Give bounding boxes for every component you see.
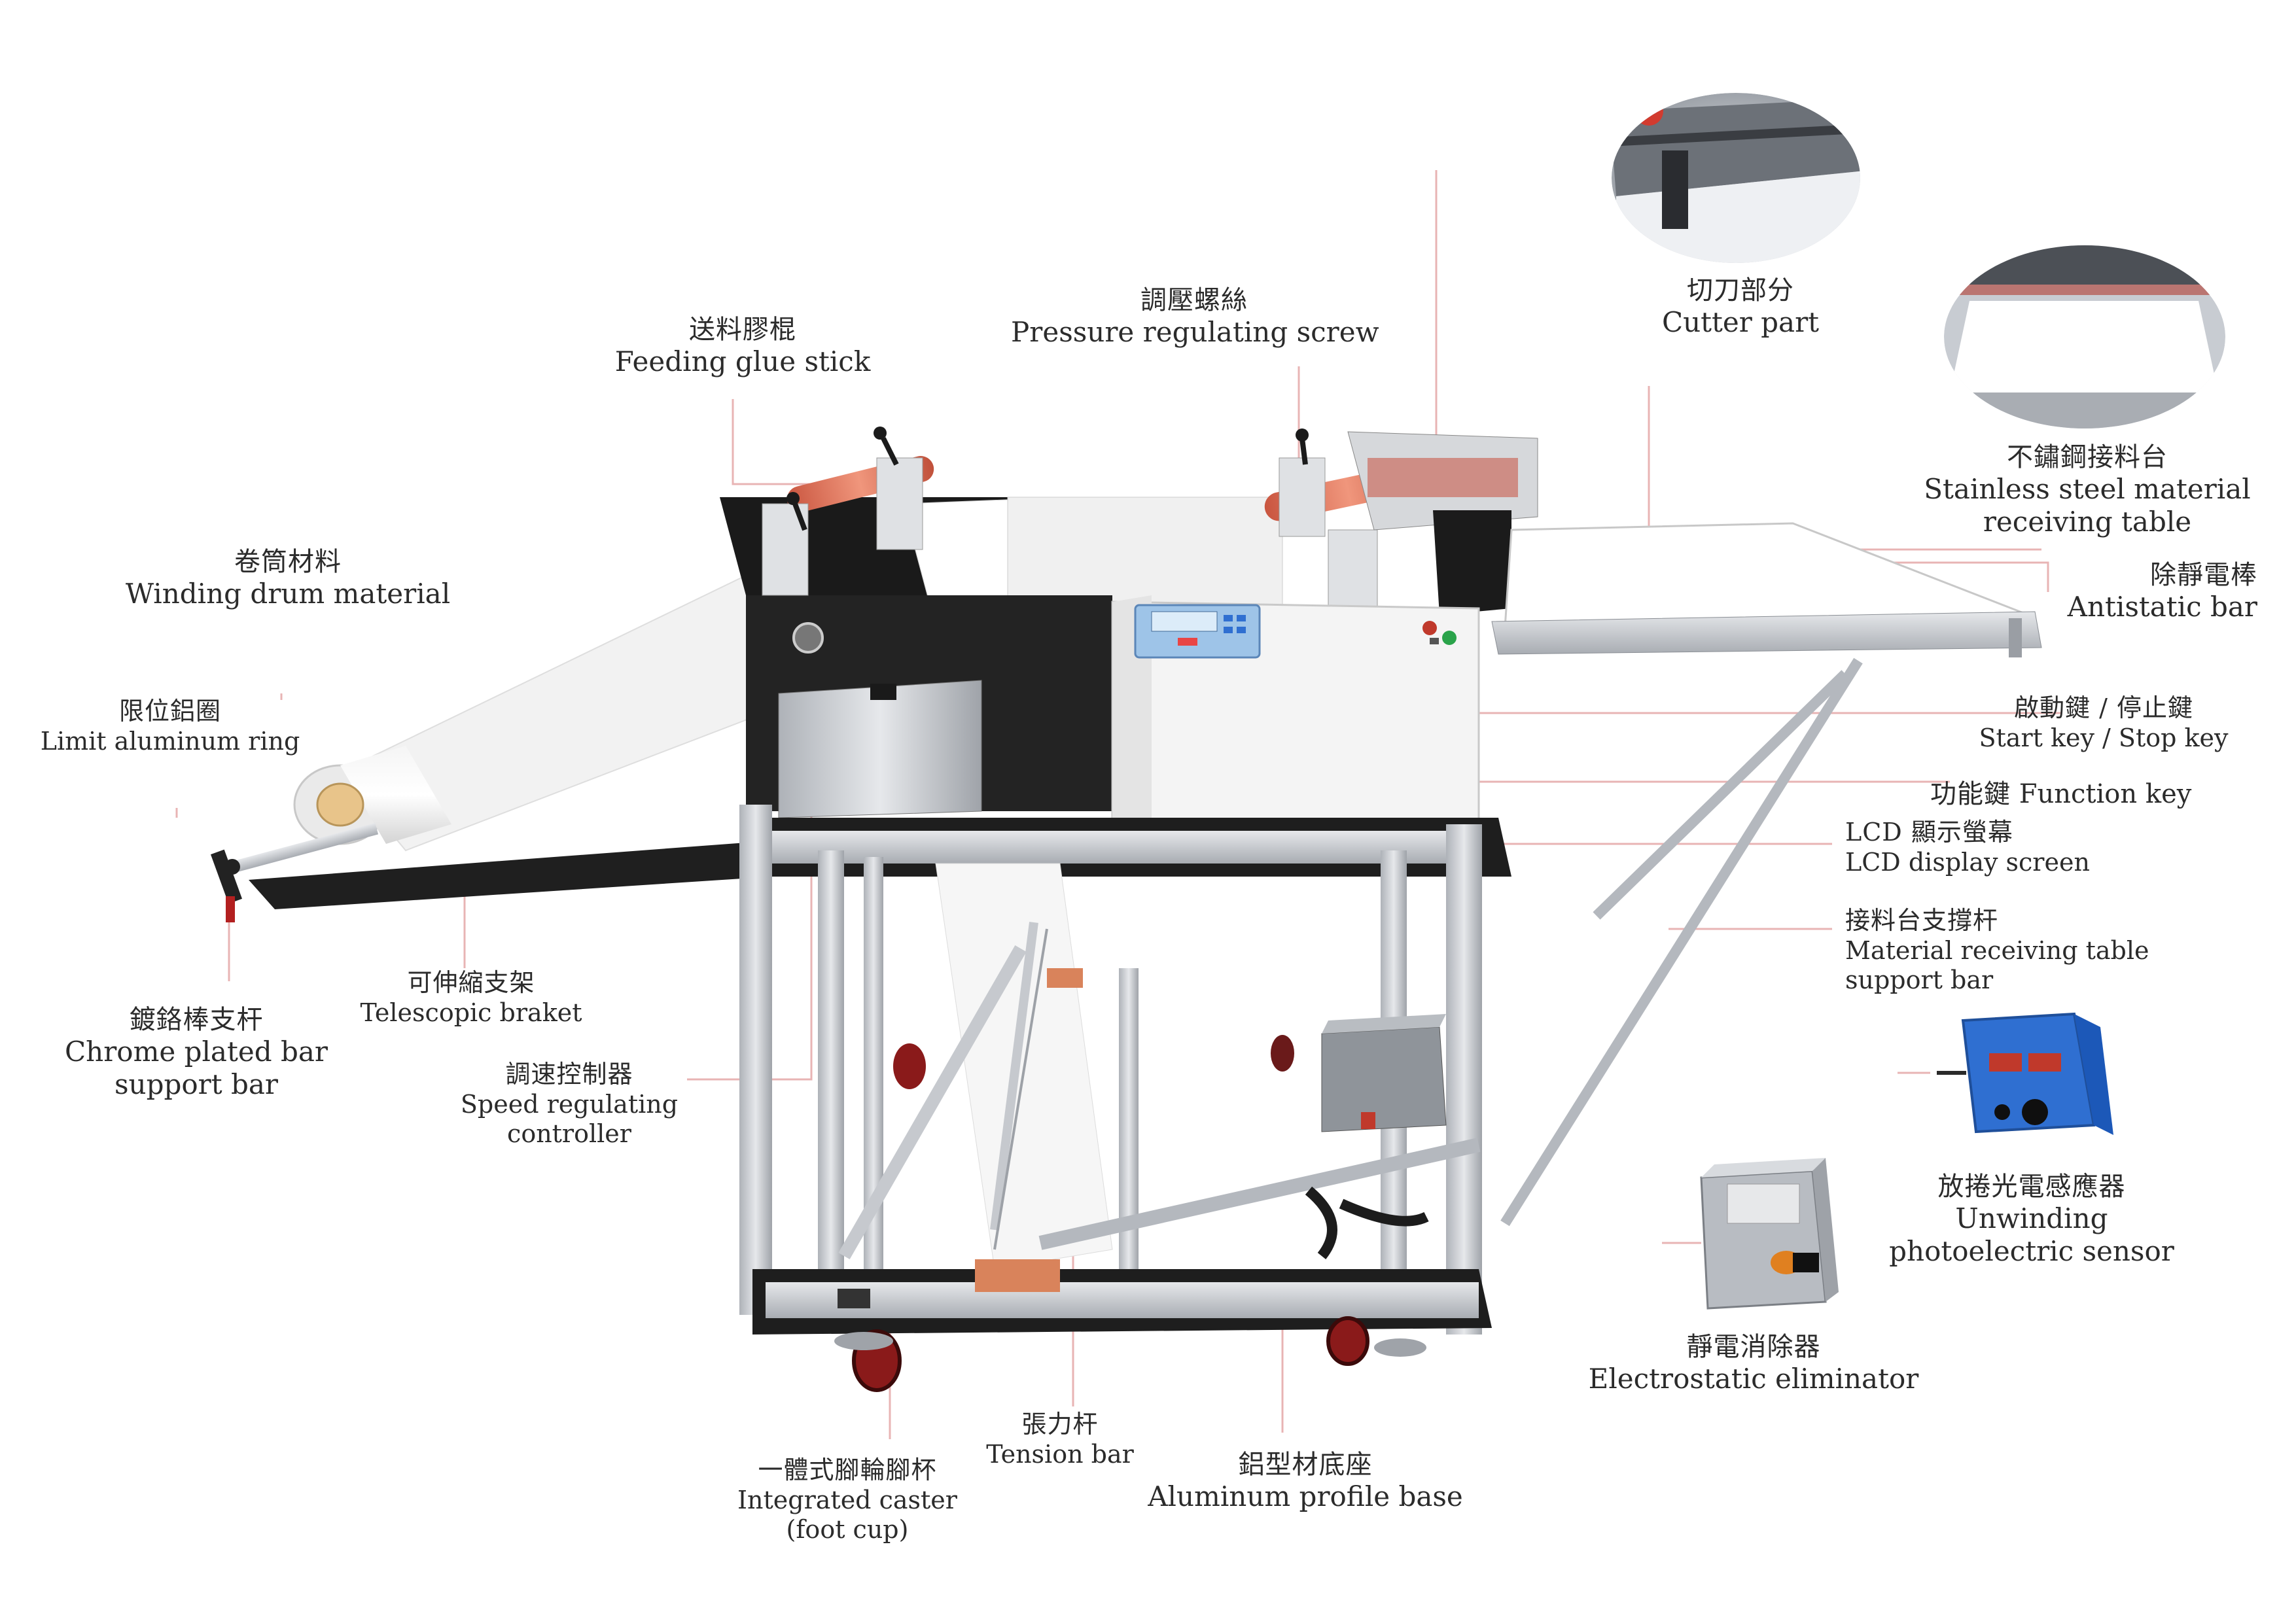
label-start-stop-key: 啟動鍵 / 停止鍵 Start key / Stop key bbox=[1963, 693, 2244, 753]
label-en-2: photoelectric sensor bbox=[1889, 1235, 2174, 1268]
label-chrome-bar: 鍍鉻棒支杆 Chrome plated bar support bar bbox=[59, 1004, 334, 1102]
label-zh: 接料台支撐杆 bbox=[1845, 906, 1999, 935]
label-zh: LCD 顯示螢幕 bbox=[1845, 818, 2013, 846]
label-en-2: support bar bbox=[1845, 966, 1994, 995]
label-zh: 可伸縮支架 bbox=[407, 968, 535, 997]
label-en: Electrostatic eliminator bbox=[1588, 1363, 1919, 1395]
label-en-2: support bar bbox=[115, 1068, 278, 1101]
label-zh: 放捲光電感應器 bbox=[1937, 1172, 2126, 1202]
label-zh: 卷筒材料 bbox=[234, 547, 342, 577]
label-en-1: Chrome plated bar bbox=[65, 1036, 328, 1068]
label-tension-bar: 張力杆 Tension bar bbox=[981, 1410, 1139, 1469]
label-en-1: Unwinding bbox=[1955, 1202, 2108, 1234]
label-en: Limit aluminum ring bbox=[40, 726, 300, 756]
label-antistatic-bar: 除靜電棒 Antistatic bar bbox=[2041, 559, 2257, 623]
label-en-1: Integrated caster bbox=[737, 1485, 957, 1514]
static-eliminator-icon bbox=[1700, 1158, 1839, 1310]
label-zh: 不鏽鋼接料台 bbox=[2007, 442, 2168, 472]
label-zh: 靜電消除器 bbox=[1686, 1332, 1821, 1362]
label-static-eliminator: 靜電消除器 Electrostatic eliminator bbox=[1564, 1331, 1943, 1395]
label-en-2: (foot cup) bbox=[786, 1515, 909, 1544]
label-photo-sensor: 放捲光電感應器 Unwinding photoelectric sensor bbox=[1884, 1171, 2179, 1268]
label-en: LCD display screen bbox=[1845, 847, 2090, 877]
label-en: Telescopic braket bbox=[360, 998, 582, 1027]
label-zh: 限位鋁圈 bbox=[118, 697, 221, 725]
label-en-2: controller bbox=[507, 1119, 631, 1149]
label-speed-controller: 調速控制器 Speed regulating controller bbox=[458, 1060, 680, 1149]
label-en: Feeding glue stick bbox=[614, 345, 871, 377]
label-aluminum-base: 鋁型材底座 Aluminum profile base bbox=[1132, 1449, 1479, 1513]
label-en: Start key / Stop key bbox=[1979, 723, 2229, 752]
label-feeding-glue-stick: 送料膠棍 Feeding glue stick bbox=[602, 314, 883, 378]
label-limit-ring: 限位鋁圈 Limit aluminum ring bbox=[39, 697, 301, 756]
label-zh: 鍍鉻棒支杆 bbox=[129, 1005, 264, 1035]
label-zh: 啟動鍵 / 停止鍵 bbox=[2014, 693, 2193, 722]
label-en-2: receiving table bbox=[1983, 506, 2192, 538]
label-en: Cutter part bbox=[1661, 306, 1820, 338]
label-en-1: Material receiving table bbox=[1845, 935, 2149, 965]
label-zh: 張力杆 bbox=[1021, 1410, 1099, 1439]
label-caster: 一體式腳輪腳杯 Integrated caster (foot cup) bbox=[733, 1456, 962, 1545]
label-zh: 調速控制器 bbox=[505, 1060, 633, 1089]
receiving-table bbox=[1491, 522, 2042, 1227]
label-lcd-screen: LCD 顯示螢幕 LCD display screen bbox=[1845, 818, 2146, 877]
label-en: Pressure regulating screw bbox=[1011, 316, 1379, 348]
label-en: Antistatic bar bbox=[2067, 591, 2257, 623]
label-zh: 除靜電棒 bbox=[2150, 560, 2257, 590]
label-winding-drum: 卷筒材料 Winding drum material bbox=[118, 546, 458, 610]
aluminum-frame bbox=[739, 805, 1511, 1392]
cutter-detail-photo bbox=[1612, 93, 1860, 263]
label-zh: 切刀部分 bbox=[1687, 275, 1794, 305]
label-cutter-part: 切刀部分 Cutter part bbox=[1655, 275, 1826, 339]
label-stainless-table: 不鏽鋼接料台 Stainless steel material receivin… bbox=[1917, 442, 2257, 539]
label-support-bar: 接料台支撐杆 Material receiving table support … bbox=[1845, 906, 2185, 996]
label-en-1: Speed regulating bbox=[460, 1089, 679, 1119]
label-zh: 一體式腳輪腳杯 bbox=[758, 1456, 937, 1484]
table-detail-photo bbox=[1944, 245, 2225, 428]
photoelectric-sensor-icon bbox=[1937, 1012, 2113, 1135]
label-function-key: 功能鍵 Function key bbox=[1930, 778, 2205, 810]
label-zh: 送料膠棍 bbox=[689, 315, 796, 345]
label-telescopic-bracket: 可伸縮支架 Telescopic braket bbox=[353, 968, 589, 1028]
label-zh: 功能鍵 bbox=[1930, 779, 2011, 809]
label-en-1: Stainless steel material bbox=[1924, 473, 2251, 505]
material-roll bbox=[210, 746, 451, 922]
label-zh: 調壓螺絲 bbox=[1140, 285, 1248, 315]
label-en: Winding drum material bbox=[125, 578, 451, 610]
label-zh: 鋁型材底座 bbox=[1238, 1450, 1373, 1480]
label-pressure-screw: 調壓螺絲 Pressure regulating screw bbox=[1011, 285, 1379, 349]
machine-top bbox=[720, 427, 1538, 852]
label-en: Function key bbox=[2019, 779, 2192, 809]
label-en: Tension bar bbox=[986, 1439, 1134, 1469]
telescopic-bar bbox=[249, 841, 772, 909]
label-en: Aluminum profile base bbox=[1148, 1480, 1463, 1512]
